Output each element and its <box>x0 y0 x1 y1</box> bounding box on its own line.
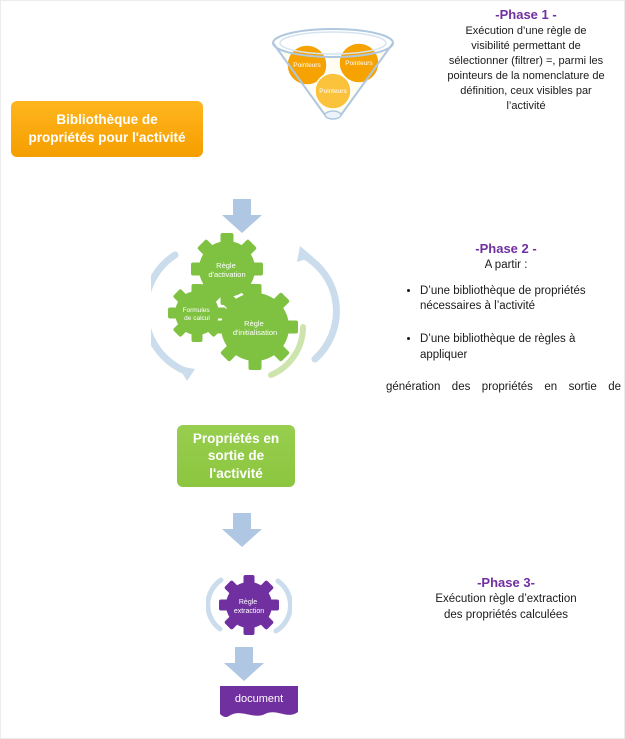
gear-extraction: Règle extraction <box>219 575 279 635</box>
phase2-block: -Phase 2 - A partir : D’une bibliothèque… <box>386 241 624 393</box>
funnel-tip <box>324 110 342 120</box>
swirl-arrow-green-icon <box>268 324 306 378</box>
library-box-line2: propriétés pour l'activité <box>28 130 186 145</box>
bullet-item: D’une bibliothèque de règles à appliquer <box>420 332 620 362</box>
output-box: Propriétés en sortie de l'activité <box>177 425 295 487</box>
down-arrow-icon <box>224 647 264 681</box>
down-arrow-shape <box>224 647 264 681</box>
gear-activation-label: Règle <box>216 261 236 270</box>
down-arrow-shape <box>222 199 262 233</box>
swirl-arrow-icon <box>273 578 292 634</box>
pointer-label-2: Pointeurs <box>345 60 373 67</box>
swirl-arrowhead-icon <box>297 246 313 262</box>
phase2-note: génération des propriétés en sortie de <box>386 380 621 393</box>
down-arrow-icon <box>222 199 262 233</box>
phase1-title: -Phase 1 - <box>495 7 557 22</box>
rules-gears-icon: Règle d'activation Formules de calcul <box>151 233 340 381</box>
gear-formules-label: Formules <box>183 307 211 314</box>
phase2-bullets: D’une bibliothèque de propriétés nécessa… <box>386 284 624 363</box>
funnel-rim <box>272 28 394 58</box>
document-label: document <box>235 693 283 705</box>
document-body <box>220 686 298 718</box>
library-box-line1: Bibliothèque de <box>56 112 158 128</box>
phase2-intro: A partir : <box>484 259 528 271</box>
svg-text:Règle extraction: Règle extraction <box>234 599 264 615</box>
svg-text:Règle d'activation: Règle d'activation <box>208 261 245 279</box>
swirl-arrow-icon <box>151 251 189 375</box>
swirl-arrowhead-icon <box>178 366 195 381</box>
funnel-icon: Pointeurs Pointeurs Pointeurs <box>272 28 394 120</box>
phase3-title: -Phase 3- <box>477 575 535 590</box>
svg-text:Formules de calcul: Formules de calcul <box>183 307 212 322</box>
output-box-line2: sortie de <box>207 448 265 464</box>
bullet-item: D’une bibliothèque de propriétés nécessa… <box>420 284 620 314</box>
gear-initialisation-icon: Règle d'initialisation <box>212 284 298 370</box>
down-arrow-shape <box>222 513 262 547</box>
gear-formules-icon: Formules de calcul <box>168 284 226 342</box>
gear-initialisation-label: Règle <box>244 319 264 328</box>
down-arrow-icon <box>222 513 262 547</box>
funnel-inner-rim <box>279 31 387 55</box>
phase2-title: -Phase 2 - <box>475 241 537 256</box>
swirl-arrow-icon <box>206 577 224 632</box>
phase1-body: Exécution d’une règle de visibilité perm… <box>447 25 605 112</box>
library-box: Bibliothèque de propriétés pour l'activi… <box>11 101 203 157</box>
phase3-body: Exécution règle d’extraction des proprié… <box>435 593 577 621</box>
pointer-label-3: Pointeurs <box>319 88 347 95</box>
output-box-line3: l'activité <box>209 465 263 481</box>
svg-text:Règle d'initialisation: Règle d'initialisation <box>233 319 277 337</box>
swirl-arrow-icon <box>299 251 340 363</box>
output-box-line1: Propriétés en <box>192 430 280 446</box>
extraction-gear-icon: Règle extraction <box>206 575 292 635</box>
pointer-circle-3 <box>314 72 352 110</box>
gear-extraction-label: Règle <box>239 599 257 606</box>
phase1-block: -Phase 1 - Exécution d’une règle de visi… <box>426 7 624 114</box>
funnel-sides <box>272 42 394 116</box>
pointer-label-1: Pointeurs <box>293 62 321 69</box>
phase3-block: -Phase 3- Exécution règle d’extraction d… <box>396 575 616 623</box>
document-shape: document <box>220 686 298 718</box>
